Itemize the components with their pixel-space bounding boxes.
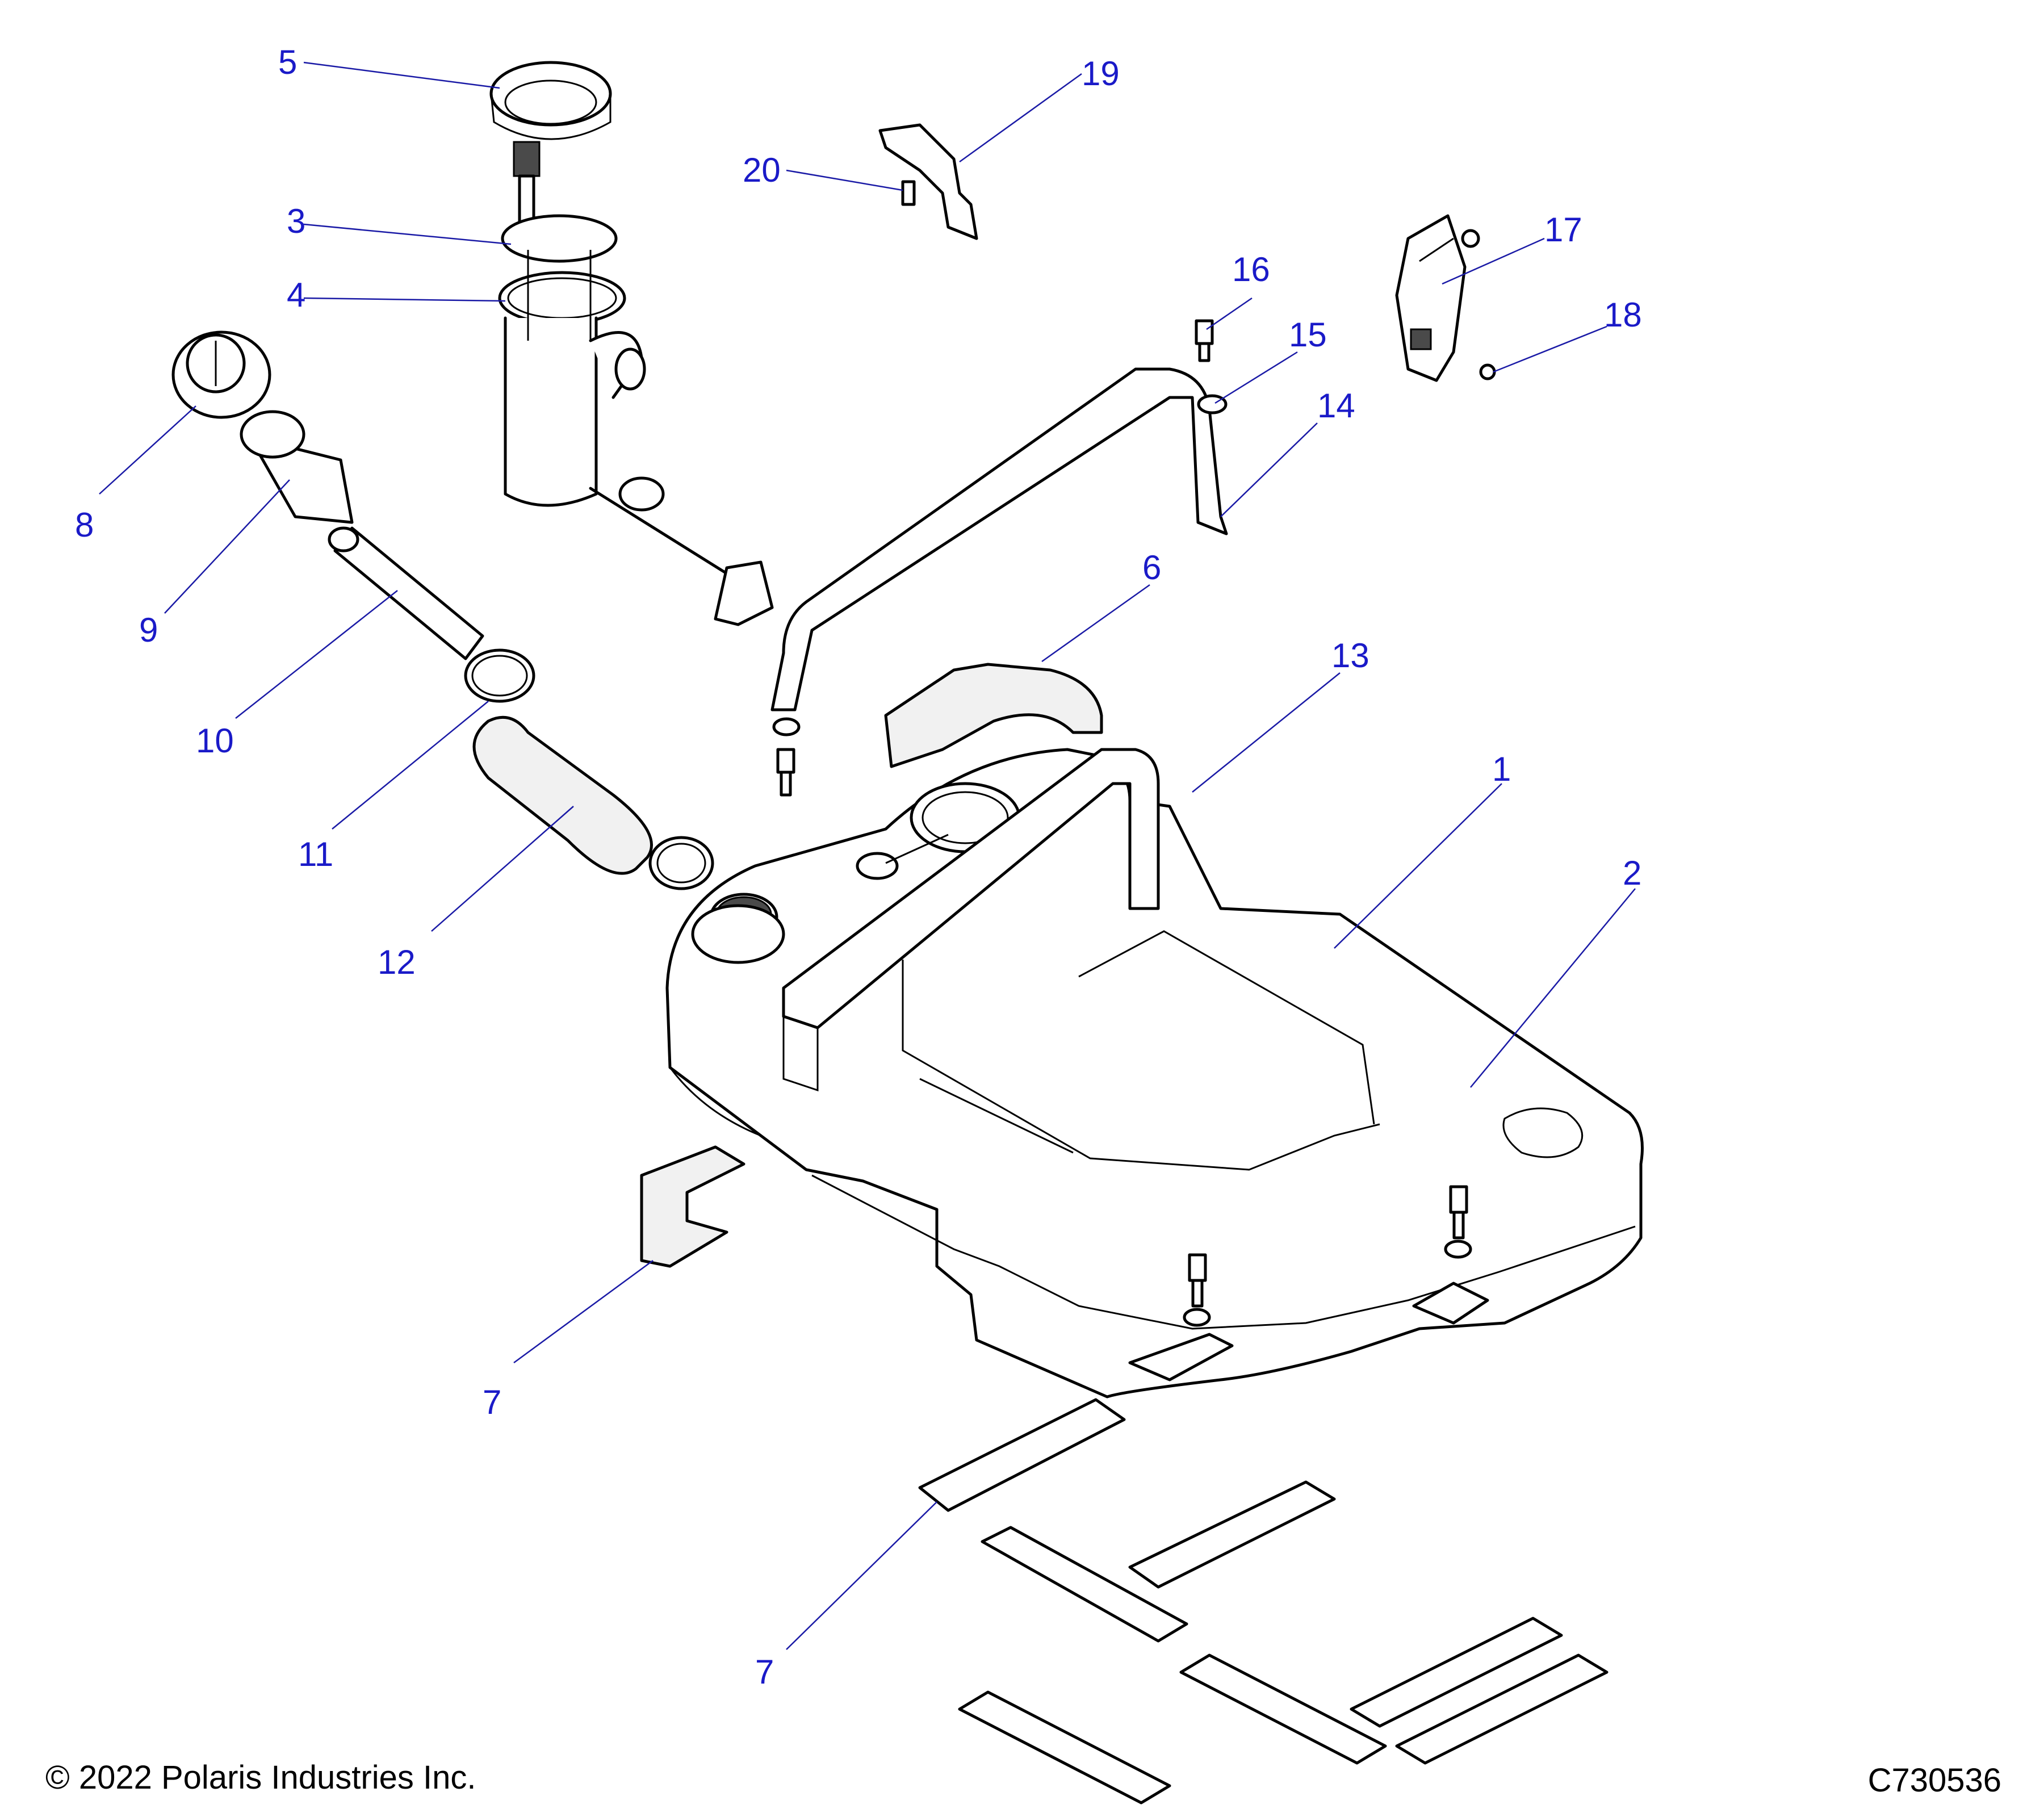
hose-clamp-upper <box>464 648 535 703</box>
callout-13: 13 <box>1331 637 1369 675</box>
control-module <box>1395 214 1496 382</box>
callout-11: 11 <box>298 835 333 873</box>
filler-hose <box>472 715 653 875</box>
tank-mount-bolts <box>1128 1185 1489 1381</box>
tank-pads <box>918 1398 1609 1805</box>
callout-7-bracket: 7 <box>483 1383 501 1421</box>
callout-3: 3 <box>287 202 305 240</box>
figure-id: C730536 <box>1868 1762 2001 1799</box>
callout-5: 5 <box>278 43 297 81</box>
callout-10: 10 <box>196 722 234 760</box>
callout-20: 20 <box>743 151 781 189</box>
callout-17: 17 <box>1544 211 1582 249</box>
callout-16: 16 <box>1232 250 1270 288</box>
callout-4: 4 <box>287 276 305 314</box>
callout-1: 1 <box>1492 750 1511 788</box>
callout-2: 2 <box>1623 854 1641 892</box>
heat-shield <box>884 663 1103 768</box>
tank-hold-strap <box>770 319 1228 797</box>
callout-6: 6 <box>1142 549 1161 587</box>
filler-neck <box>240 410 354 524</box>
callout-9: 9 <box>139 611 158 649</box>
copyright-notice: © 2022 Polaris Industries Inc. <box>45 1759 476 1796</box>
callout-19: 19 <box>1082 55 1120 93</box>
retainer-bracket <box>878 123 978 240</box>
callout-18: 18 <box>1604 296 1642 334</box>
fuel-pump-assembly <box>498 141 774 626</box>
fuel-pump-lock-ring <box>489 61 612 140</box>
callout-15: 15 <box>1289 316 1327 354</box>
tank-pad-bracket <box>640 1145 745 1268</box>
hose-clamp-lower <box>648 836 714 890</box>
fuel-cap <box>171 330 271 419</box>
callout-8: 8 <box>75 506 94 544</box>
callout-14: 14 <box>1317 387 1355 425</box>
callout-12: 12 <box>378 943 416 981</box>
tank-strap <box>782 748 1160 1092</box>
callouts: 1 2 3 4 5 6 7 7 8 9 10 11 12 13 14 15 16… <box>75 43 1642 1691</box>
callout-7-pads: 7 <box>755 1653 774 1691</box>
leader-lines <box>99 61 1636 1650</box>
filler-pipe <box>328 526 484 660</box>
